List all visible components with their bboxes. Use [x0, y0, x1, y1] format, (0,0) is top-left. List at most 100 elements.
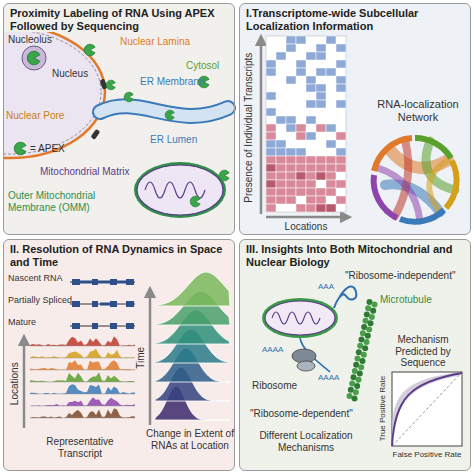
structure-label: Mitochondrial Matrix — [40, 166, 129, 178]
heatmap-cell — [286, 172, 296, 180]
heatmap-cell — [306, 52, 316, 60]
heatmap-cell — [296, 148, 306, 156]
coverage-track — [30, 397, 135, 406]
track-base — [30, 370, 135, 371]
axis-label: Presence of Individual Transcripts — [243, 53, 255, 203]
axis-label: False Positive Rate — [386, 450, 468, 459]
coverage-track — [30, 349, 135, 358]
heatmap-cell — [316, 196, 326, 204]
heatmap-cell — [266, 132, 276, 140]
heatmap-cell — [316, 52, 326, 60]
axis-label: True Positive Rate — [378, 376, 387, 442]
heatmap-cell — [296, 204, 306, 212]
heatmap-cell — [326, 68, 336, 76]
heatmap-cell — [326, 36, 336, 44]
track-label: Nascent RNA — [8, 273, 63, 283]
coverage-track — [30, 372, 135, 382]
track-base — [30, 358, 135, 359]
polya-label: AAAA — [262, 345, 283, 354]
heatmap-cell — [276, 156, 286, 164]
heatmap-cell — [316, 172, 326, 180]
heatmap-cell — [266, 156, 276, 164]
heatmap-cell — [316, 68, 326, 76]
heatmap-cell — [306, 188, 316, 196]
heatmap-cell — [296, 188, 306, 196]
exon — [110, 323, 117, 329]
structure-label: Cytosol — [186, 60, 219, 72]
heatmap-cell — [266, 92, 276, 100]
tubulin-bead — [362, 345, 368, 351]
heatmap-cell — [326, 180, 336, 188]
heatmap-cell — [336, 164, 346, 172]
heatmap-cell — [296, 124, 306, 132]
heatmap-cell — [306, 196, 316, 204]
heatmap-cell — [336, 180, 346, 188]
coverage-track — [30, 384, 135, 394]
structure-label: Ribosome — [252, 380, 297, 392]
track-base — [30, 346, 135, 347]
axis-label: Time — [135, 347, 147, 369]
tubulin-bead — [352, 396, 358, 402]
mechanism-label: "Ribosome-dependent" — [250, 408, 353, 420]
heatmap-cell — [276, 164, 286, 172]
tubulin-bead — [353, 389, 359, 395]
ridge — [155, 272, 230, 306]
heatmap-cell — [336, 84, 346, 92]
heatmap-cell — [316, 156, 326, 164]
tubulin-bead — [360, 358, 366, 364]
legend-label: = APEX — [30, 143, 65, 155]
panel-heading: III. Insights Into Both Mitochondrial an… — [240, 240, 470, 272]
heatmap-cell — [276, 172, 286, 180]
structure-label: ER Lumen — [150, 134, 197, 146]
heatmap-cell — [296, 36, 306, 44]
track-base — [30, 394, 135, 395]
heatmap-cell — [286, 76, 296, 84]
coverage-track — [30, 360, 135, 370]
chart-title: Mechanism Predicted by Sequence — [376, 334, 470, 369]
heatmap-cell — [336, 60, 346, 68]
exon — [126, 323, 134, 329]
heatmap-cell — [326, 156, 336, 164]
heatmap-cell — [276, 188, 286, 196]
exon — [92, 323, 98, 329]
tubulin-bead — [358, 364, 364, 370]
tubulin-bead — [357, 370, 363, 376]
heatmap-cell — [336, 132, 346, 140]
polya-label: AAA — [318, 282, 334, 291]
heatmap-cell — [316, 100, 326, 108]
heatmap-cell — [296, 68, 306, 76]
heatmap-cell — [276, 52, 286, 60]
heatmap-cell — [286, 196, 296, 204]
heatmap-cell — [276, 180, 286, 188]
track-base — [30, 406, 135, 407]
structure-label: ER Membrane — [140, 76, 204, 88]
heatmap-cell — [266, 108, 276, 116]
structure-label: Microtubule — [380, 294, 432, 306]
heatmap-cell — [326, 164, 336, 172]
heatmap-cell — [326, 188, 336, 196]
heatmap-cell — [266, 188, 276, 196]
exon — [72, 323, 80, 329]
track-base — [30, 382, 135, 383]
heatmap-cell — [336, 100, 346, 108]
heatmap-cell — [276, 140, 286, 148]
exon — [126, 279, 134, 285]
heatmap-cell — [296, 180, 306, 188]
heatmap-cell — [286, 156, 296, 164]
exon — [72, 279, 80, 285]
caption-label: Representative Transcript — [24, 436, 136, 459]
coverage-track — [30, 408, 135, 418]
structure-label: Outer Mitochondrial Membrane (OMM) — [8, 190, 118, 213]
heatmap-cell — [336, 156, 346, 164]
heatmap-cell — [286, 180, 296, 188]
caption-label: Change in Extent of RNAs at Location — [146, 428, 234, 451]
heatmap-cell — [296, 172, 306, 180]
tubulin-bead — [368, 320, 374, 326]
structure-label: Nucleolus — [8, 34, 52, 46]
heatmap-cell — [296, 132, 306, 140]
heatmap-cell — [306, 172, 316, 180]
tubulin-bead — [361, 352, 367, 358]
tubulin-bead — [372, 302, 378, 308]
tubulin-bead — [364, 339, 370, 345]
heatmap-cell — [316, 44, 326, 52]
